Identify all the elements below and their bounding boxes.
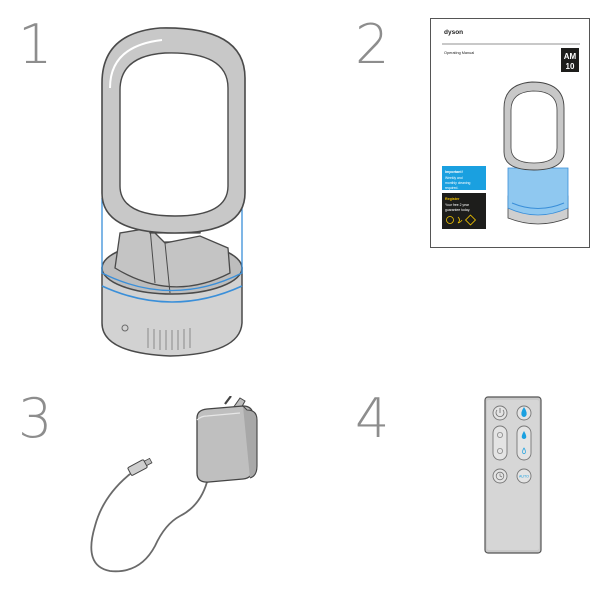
drop-up-icon [521, 431, 527, 439]
target-humidity-button[interactable] [516, 425, 532, 461]
important-heading: Important! [445, 170, 463, 174]
plus-icon [496, 432, 503, 439]
important-line1: Weekly and [445, 176, 463, 180]
remote-control-illustration: AUTO [484, 396, 544, 561]
water-drop-icon [521, 407, 527, 417]
register-heading: Register [445, 197, 460, 201]
register-line2: guarantee today. [445, 208, 470, 212]
step-number-2: 2 [355, 13, 390, 76]
manual-brand: dyson [444, 29, 463, 36]
operating-manual-illustration: dyson Operating Manual AM 10 Important! … [430, 18, 590, 253]
manual-model-bottom: 10 [566, 62, 575, 71]
drop-down-icon [522, 447, 526, 455]
manual-model-top: AM [564, 52, 577, 61]
step-number-3: 3 [18, 387, 53, 450]
humidifier-illustration [90, 18, 260, 368]
power-button[interactable] [492, 405, 508, 421]
power-adapter-illustration [85, 395, 265, 591]
timer-button[interactable] [492, 468, 508, 484]
step-number-4: 4 [355, 387, 390, 450]
step-number-1: 1 [18, 13, 53, 76]
humidity-button[interactable] [516, 405, 532, 421]
register-line1: Your free 2 year [445, 203, 470, 207]
auto-button[interactable]: AUTO [516, 468, 532, 484]
speed-button[interactable] [492, 425, 508, 461]
minus-icon [496, 448, 503, 455]
auto-label: AUTO [519, 475, 529, 479]
important-line3: required. [445, 186, 458, 190]
clock-icon [495, 471, 505, 481]
manual-title: Operating Manual [444, 51, 474, 55]
important-line2: monthly cleaning [445, 181, 471, 185]
register-icons [446, 214, 477, 226]
